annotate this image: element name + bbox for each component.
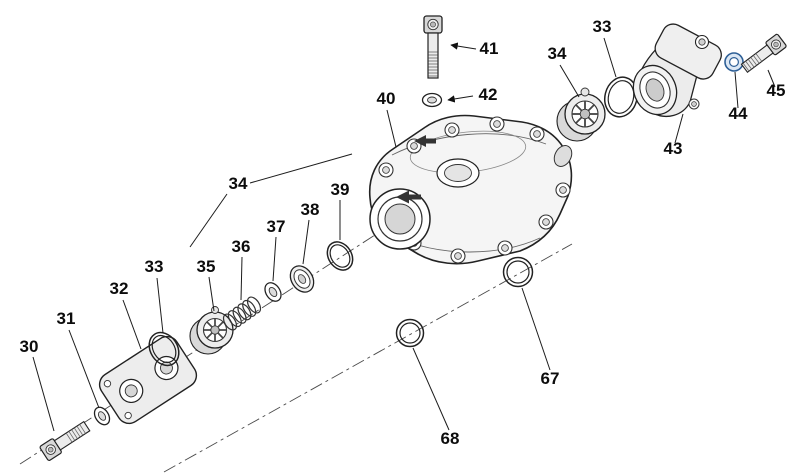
part-label-34-left: 34 [229, 174, 248, 193]
part-44-washer [724, 52, 744, 72]
flow-arrow-icon [396, 190, 421, 204]
part-35-valve-cartridge [189, 306, 234, 355]
flow-arrow-icon [414, 135, 436, 147]
part-68-oring [395, 318, 425, 348]
part-30-bolt [39, 420, 91, 461]
part-label-43: 43 [664, 139, 683, 158]
part-label-32: 32 [110, 279, 129, 298]
part-67-oring [502, 256, 534, 288]
part-45-bolt [740, 33, 787, 74]
part-labels: 30 31 32 33 34 35 36 37 38 39 40 41 42 3… [20, 17, 786, 448]
axis-centerlines [19, 223, 573, 473]
part-label-33-left: 33 [145, 257, 164, 276]
part-label-68: 68 [441, 429, 460, 448]
part-43-outlet-fitting [632, 23, 722, 117]
part-label-45: 45 [767, 81, 786, 100]
part-31-washer [93, 406, 111, 426]
bolt-shaft [740, 44, 774, 74]
part-37-washer [264, 282, 282, 302]
side-port [553, 145, 573, 167]
part-label-37: 37 [267, 217, 286, 236]
part-label-36: 36 [232, 237, 251, 256]
part-41-bolt [423, 15, 443, 79]
part-label-42: 42 [479, 85, 498, 104]
part-39-oring [326, 241, 354, 271]
part-label-34-right: 34 [548, 44, 567, 63]
part-label-35: 35 [197, 257, 216, 276]
part-40-pump-head [368, 114, 573, 265]
part-32-inlet-fitting [98, 335, 198, 425]
leader-lines [32, 37, 776, 432]
part-label-31: 31 [57, 309, 76, 328]
part-42-washer [421, 92, 443, 108]
part-label-30: 30 [20, 337, 39, 356]
part-label-39: 39 [331, 180, 350, 199]
part-label-41: 41 [480, 39, 499, 58]
part-34-valve-cartridge-right [556, 87, 606, 142]
part-label-38: 38 [301, 200, 320, 219]
part-label-44: 44 [729, 104, 748, 123]
part-38-seal-ring [289, 265, 315, 293]
part-label-67: 67 [541, 369, 560, 388]
bolt-shaft [427, 32, 439, 79]
part-label-40: 40 [377, 89, 396, 108]
part-label-33-right: 33 [593, 17, 612, 36]
part-33-oring-left [148, 331, 180, 367]
part-36-spring [222, 296, 262, 331]
